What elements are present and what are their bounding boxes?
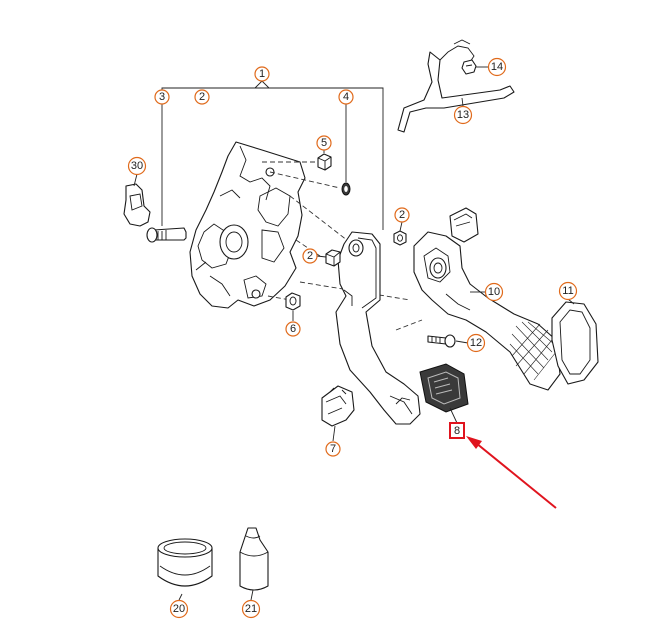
callout-12-label: 12 <box>470 337 482 349</box>
washer-part-4 <box>341 182 351 196</box>
callout-7-label: 7 <box>330 443 336 455</box>
hex-nut-part-2-middle <box>325 249 341 267</box>
callout-1: 1 <box>254 66 270 82</box>
clutch-pedal-arm <box>335 231 421 425</box>
pedal-pad-part-8 <box>419 363 469 413</box>
callout-4: 4 <box>338 89 354 105</box>
callout-8-label: 8 <box>454 425 460 437</box>
callout-13-label: 13 <box>457 109 469 121</box>
callout-11-label: 11 <box>562 285 573 297</box>
accelerator-pedal-part-10 <box>413 207 561 391</box>
hex-nut-part-5 <box>317 153 332 171</box>
callout-6-label: 6 <box>290 323 296 335</box>
linkage-rod-part-13 <box>397 39 515 133</box>
callout-5-label: 5 <box>321 137 327 149</box>
callout-2-top: 2 <box>194 89 210 105</box>
callout-8-highlighted: 8 <box>449 422 465 439</box>
callout-2-right: 2 <box>394 207 410 223</box>
callout-1-label: 1 <box>259 68 265 80</box>
callout-20-label: 20 <box>173 603 185 615</box>
callout-2-right-label: 2 <box>399 209 405 221</box>
screw-part-12 <box>395 319 456 348</box>
red-arrow-indicator <box>466 436 557 509</box>
pedal-switch-part-7 <box>321 385 355 427</box>
callout-21-label: 21 <box>245 603 257 615</box>
buffer-part-21 <box>239 527 269 591</box>
callout-13: 13 <box>453 105 473 125</box>
callout-2-middle-label: 2 <box>307 250 313 262</box>
housing-connector-lines <box>262 161 411 301</box>
callout-10-label: 10 <box>488 286 500 298</box>
pivot-bolt <box>146 227 187 243</box>
callout-2-middle: 2 <box>302 248 318 264</box>
callout-3: 3 <box>154 89 170 105</box>
callout-30-label: 30 <box>131 160 143 172</box>
sleeve-part-20 <box>157 538 213 587</box>
callout-12: 12 <box>466 333 486 353</box>
pedal-cover-part-11 <box>551 301 599 385</box>
callout-30: 30 <box>127 156 147 176</box>
leader-lines <box>133 66 575 601</box>
callout-10: 10 <box>484 282 504 302</box>
callout-21: 21 <box>241 599 261 619</box>
callout-4-label: 4 <box>343 91 349 103</box>
hex-nut-part-6 <box>285 292 301 311</box>
accelerator-pad-texture <box>509 321 557 381</box>
callout-3-label: 3 <box>159 91 165 103</box>
callout-11: 11 <box>558 281 578 301</box>
callout-7: 7 <box>325 441 341 457</box>
clip-part-14 <box>461 59 477 75</box>
callout-6: 6 <box>285 321 301 337</box>
pedal-bracket-housing <box>189 141 306 309</box>
callout-20: 20 <box>169 599 189 619</box>
callout-5: 5 <box>316 135 332 151</box>
retaining-clip-part-30 <box>123 183 151 227</box>
callout-14: 14 <box>487 57 507 77</box>
callout-2-top-label: 2 <box>199 91 205 103</box>
callout-14-label: 14 <box>491 61 503 73</box>
hex-nut-part-2-right <box>393 230 407 246</box>
